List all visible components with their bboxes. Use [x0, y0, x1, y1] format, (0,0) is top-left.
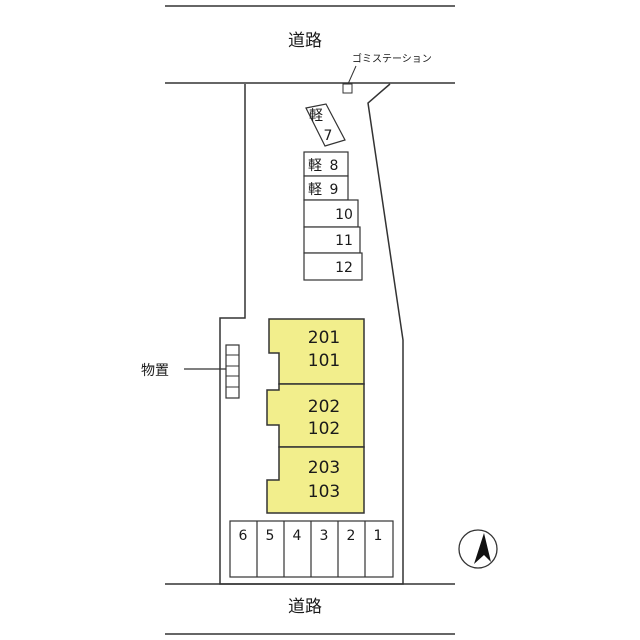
unit-202: 202 [308, 397, 340, 417]
storage-group: 物置 [141, 344, 240, 399]
parking-slot-5: 5 [266, 528, 275, 544]
parking-slot-8-prefix: 軽 [308, 158, 322, 174]
parking-slot-6: 6 [239, 528, 248, 544]
parking-slot-1: 1 [374, 528, 383, 544]
parking-slot-7-prefix: 軽 [309, 108, 323, 124]
garbage-station-marker [342, 83, 353, 94]
parking-slot-10-number: 10 [335, 207, 353, 223]
unit-201: 201 [308, 328, 340, 348]
parking-slot-12 [303, 252, 363, 281]
parking-slot-7 [305, 103, 346, 147]
parking-slot-7-number: 7 [324, 128, 333, 144]
lot-boundary [219, 83, 404, 585]
parking-slot-10 [303, 199, 359, 228]
parking-slot-9-number: 9 [330, 182, 339, 198]
parking-slot-8-number: 8 [330, 158, 339, 174]
parking-slot-9 [303, 175, 349, 201]
north-arrow-icon [458, 529, 498, 569]
parking-slot-4: 4 [293, 528, 302, 544]
building-block-3 [266, 446, 365, 514]
top-road-label: 道路 [288, 31, 322, 51]
bottom-road-label: 道路 [288, 597, 322, 617]
parking-slot-2: 2 [347, 528, 356, 544]
storage-label: 物置 [141, 363, 169, 379]
garbage-station-label: ゴミステーション [352, 52, 432, 65]
storage-shed [225, 344, 240, 399]
garbage-station-leader [347, 65, 357, 85]
parking-slot-12-number: 12 [335, 260, 353, 276]
unit-203: 203 [308, 458, 340, 478]
parking-slot-9-prefix: 軽 [308, 182, 322, 198]
unit-101: 101 [308, 351, 340, 371]
parking-lower-group: 6 5 4 3 2 1 [229, 520, 394, 578]
apartment-building: 201 101 202 102 203 103 [266, 318, 365, 514]
parking-slot-11-number: 11 [335, 233, 353, 249]
unit-103: 103 [308, 482, 340, 502]
parking-upper-group: 軽 7 軽 8 軽 9 10 11 12 [303, 103, 363, 281]
parking-slot-3: 3 [320, 528, 329, 544]
building-block-2 [266, 383, 365, 448]
unit-102: 102 [308, 419, 340, 439]
